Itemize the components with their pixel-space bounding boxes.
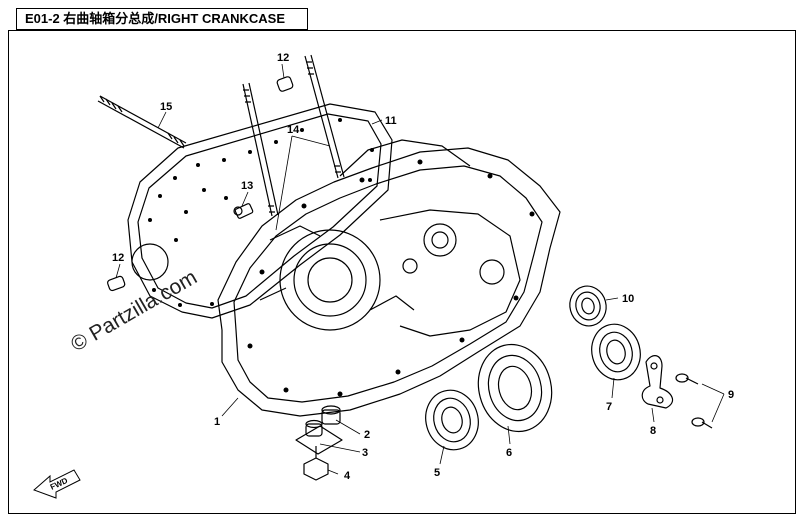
bearing-item-10 xyxy=(569,285,607,327)
callout-12-lower: 12 xyxy=(112,252,124,264)
retainer-plate xyxy=(641,355,674,409)
fwd-label: FWD xyxy=(49,476,70,492)
dowel-pin-lower xyxy=(107,275,126,292)
fwd-arrow-icon: FWD xyxy=(33,469,81,499)
bearing-item-6 xyxy=(477,343,553,433)
callout-7: 7 xyxy=(606,401,612,413)
callout-2: 2 xyxy=(364,429,370,441)
leader-lines xyxy=(115,63,725,475)
drain-plug-small xyxy=(233,203,254,219)
callout-3: 3 xyxy=(362,447,368,459)
bearing-item-7 xyxy=(591,323,641,381)
screw-pair xyxy=(675,373,713,429)
stud-bolt-pair xyxy=(242,54,345,217)
callout-15: 15 xyxy=(160,101,172,113)
diagram-frame xyxy=(8,30,796,514)
callout-9: 9 xyxy=(728,389,734,401)
callout-14: 14 xyxy=(287,124,300,136)
bearing-item-5 xyxy=(425,389,479,451)
callout-10: 10 xyxy=(622,293,634,305)
diagram-title: E01-2 右曲轴箱分总成/RIGHT CRANKCASE xyxy=(16,8,308,30)
callout-6: 6 xyxy=(506,447,512,459)
callout-11: 11 xyxy=(385,115,397,127)
callout-4: 4 xyxy=(344,470,351,482)
dowel-pin-upper xyxy=(276,76,294,92)
callout-5: 5 xyxy=(434,467,440,479)
stud-bolt-long xyxy=(97,95,187,149)
callout-12-upper: 12 xyxy=(277,52,289,64)
callout-1: 1 xyxy=(214,416,220,428)
crankcase-body xyxy=(217,139,561,417)
gasket-part xyxy=(127,103,393,319)
oil-plug-assembly xyxy=(295,405,343,481)
callout-13: 13 xyxy=(241,180,253,192)
callout-8: 8 xyxy=(650,425,656,437)
callout-labels: 15 12 11 14 13 12 10 1 2 3 4 5 6 7 8 9 xyxy=(112,52,734,482)
